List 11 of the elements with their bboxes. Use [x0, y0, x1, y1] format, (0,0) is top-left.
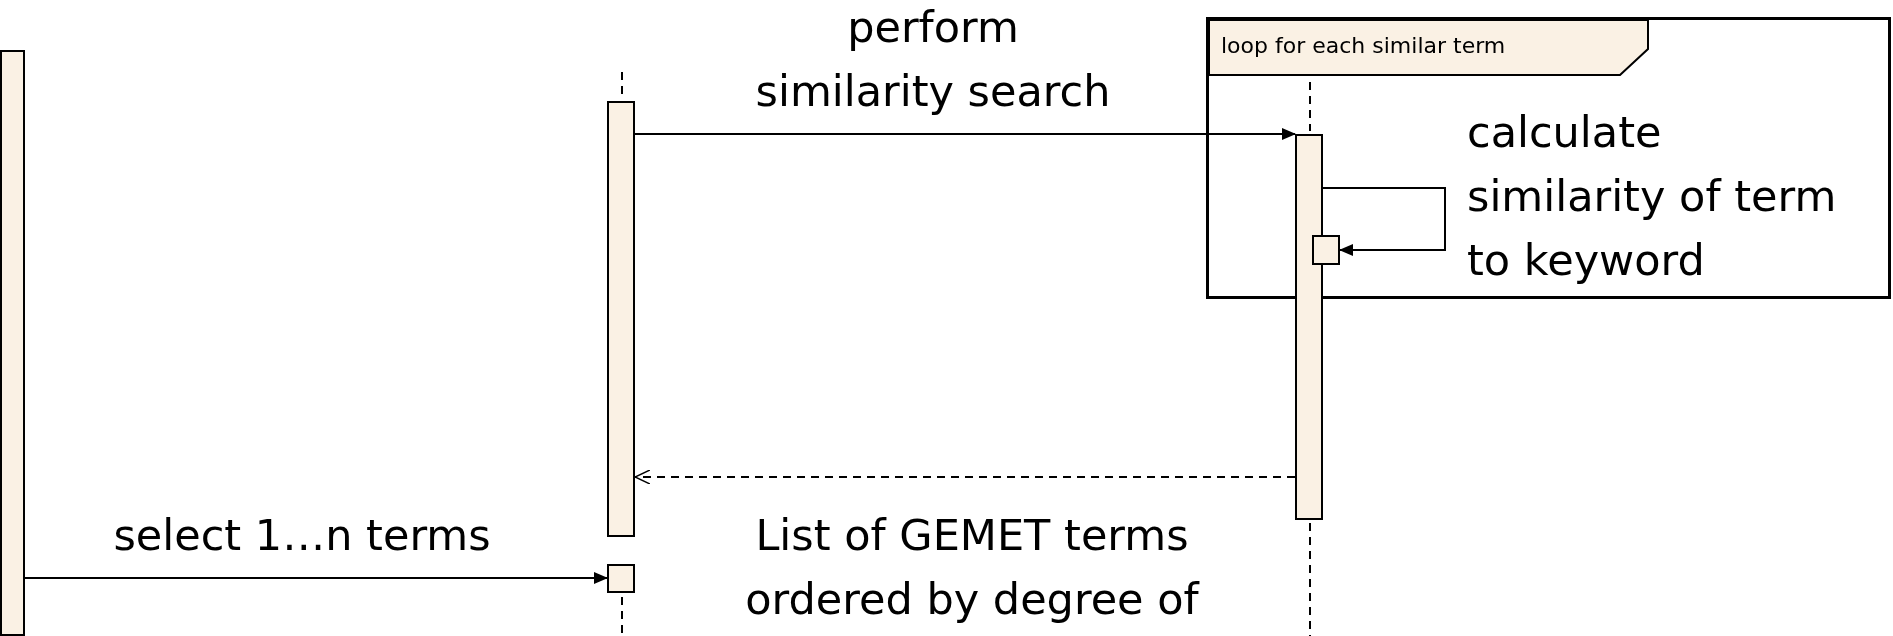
- frame-label: loop for each similar term: [1220, 32, 1507, 60]
- message-arrow: [24, 572, 608, 584]
- activation-bar: [0, 50, 25, 636]
- activation-bar: [607, 101, 635, 537]
- activation-bar: [1295, 134, 1323, 520]
- message-arrow: [634, 128, 1296, 140]
- activation-box: [607, 564, 635, 593]
- loop-frame: [1206, 17, 1891, 299]
- activation-box: [1312, 235, 1340, 265]
- message-arrow: [634, 469, 1296, 485]
- message-arrow: [1322, 187, 1446, 256]
